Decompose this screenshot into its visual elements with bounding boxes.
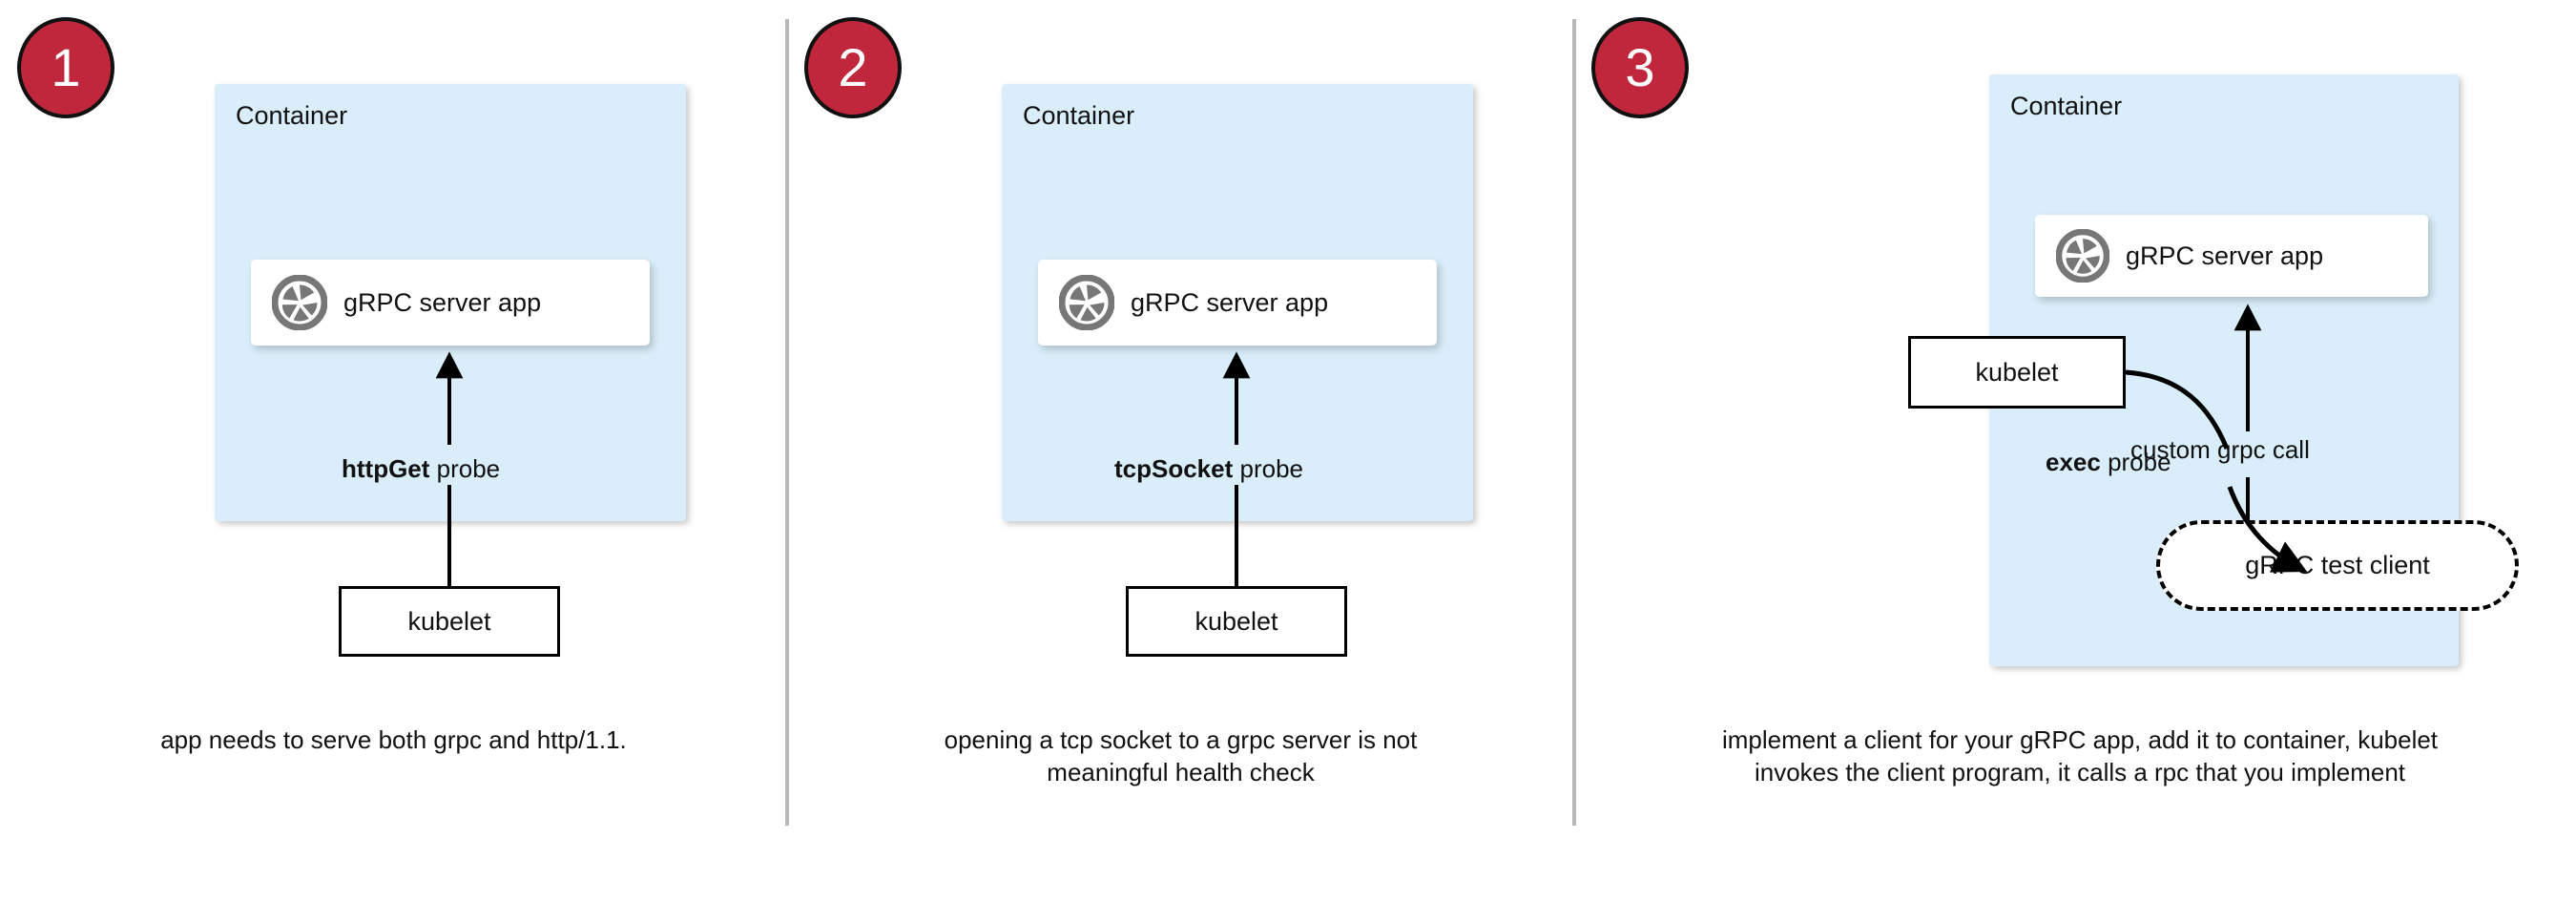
kubelet-box-2: kubelet (1126, 586, 1347, 657)
probe-label-rest-2: probe (1233, 454, 1303, 483)
caption-3: implement a client for your gRPC app, ad… (1721, 725, 2439, 787)
grpc-server-app-card-2: gRPC server app (1038, 260, 1437, 346)
kubelet-label-3: kubelet (1975, 357, 2059, 387)
grpc-server-app-label-3: gRPC server app (2126, 241, 2324, 270)
step-badge-number: 1 (51, 37, 81, 97)
panel-step-3: 3 Container gRPC server app kubelet (1574, 0, 2576, 923)
grpc-server-app-label-2: gRPC server app (1131, 287, 1329, 317)
grpc-test-client-label: gRPC test client (2245, 551, 2430, 579)
grpc-server-app-card-3: gRPC server app (2035, 215, 2428, 297)
exec-probe-label-rest: probe (2100, 448, 2171, 476)
grpc-server-app-label-1: gRPC server app (343, 287, 542, 317)
grpc-aperture-icon (2056, 229, 2109, 283)
probe-label-bold-1: httpGet (342, 454, 430, 483)
kubelet-label-1: kubelet (407, 606, 491, 636)
step-badge-3: 3 (1591, 17, 1689, 118)
probe-label-1: httpGet probe (342, 454, 500, 484)
container-label-2: Container (1023, 101, 1135, 130)
caption-2: opening a tcp socket to a grpc server is… (944, 725, 1418, 787)
kubelet-label-2: kubelet (1195, 606, 1278, 636)
probe-label-bold-2: tcpSocket (1114, 454, 1234, 483)
grpc-aperture-icon (272, 275, 327, 330)
kubelet-box-1: kubelet (339, 586, 560, 657)
exec-probe-label-bold: exec (2046, 448, 2101, 476)
grpc-server-app-card-1: gRPC server app (251, 260, 650, 346)
probe-label-2: tcpSocket probe (1114, 454, 1303, 484)
step-badge-number: 3 (1625, 37, 1655, 97)
kubelet-box-3: kubelet (1908, 336, 2126, 409)
step-badge-1: 1 (17, 17, 114, 118)
caption-1: app needs to serve both grpc and http/1.… (160, 725, 627, 754)
grpc-test-client-pill: gRPC test client (2156, 520, 2519, 611)
step-badge-2: 2 (804, 17, 902, 118)
panel-divider-1 (785, 19, 789, 826)
exec-probe-label: exec probe (2046, 448, 2171, 477)
panel-step-2: 2 Container gRPC server app tcpSocket pr… (787, 0, 1574, 923)
grpc-aperture-icon (1059, 275, 1114, 330)
container-label-1: Container (236, 101, 348, 130)
panel-divider-2 (1572, 19, 1576, 826)
probe-label-rest-1: probe (429, 454, 501, 483)
step-badge-number: 2 (838, 37, 868, 97)
container-label-3: Container (2010, 92, 2123, 120)
custom-grpc-call-label: custom grpc call (2130, 435, 2310, 464)
panel-step-1: 1 Container gRPC server app httpGet prob… (0, 0, 787, 923)
